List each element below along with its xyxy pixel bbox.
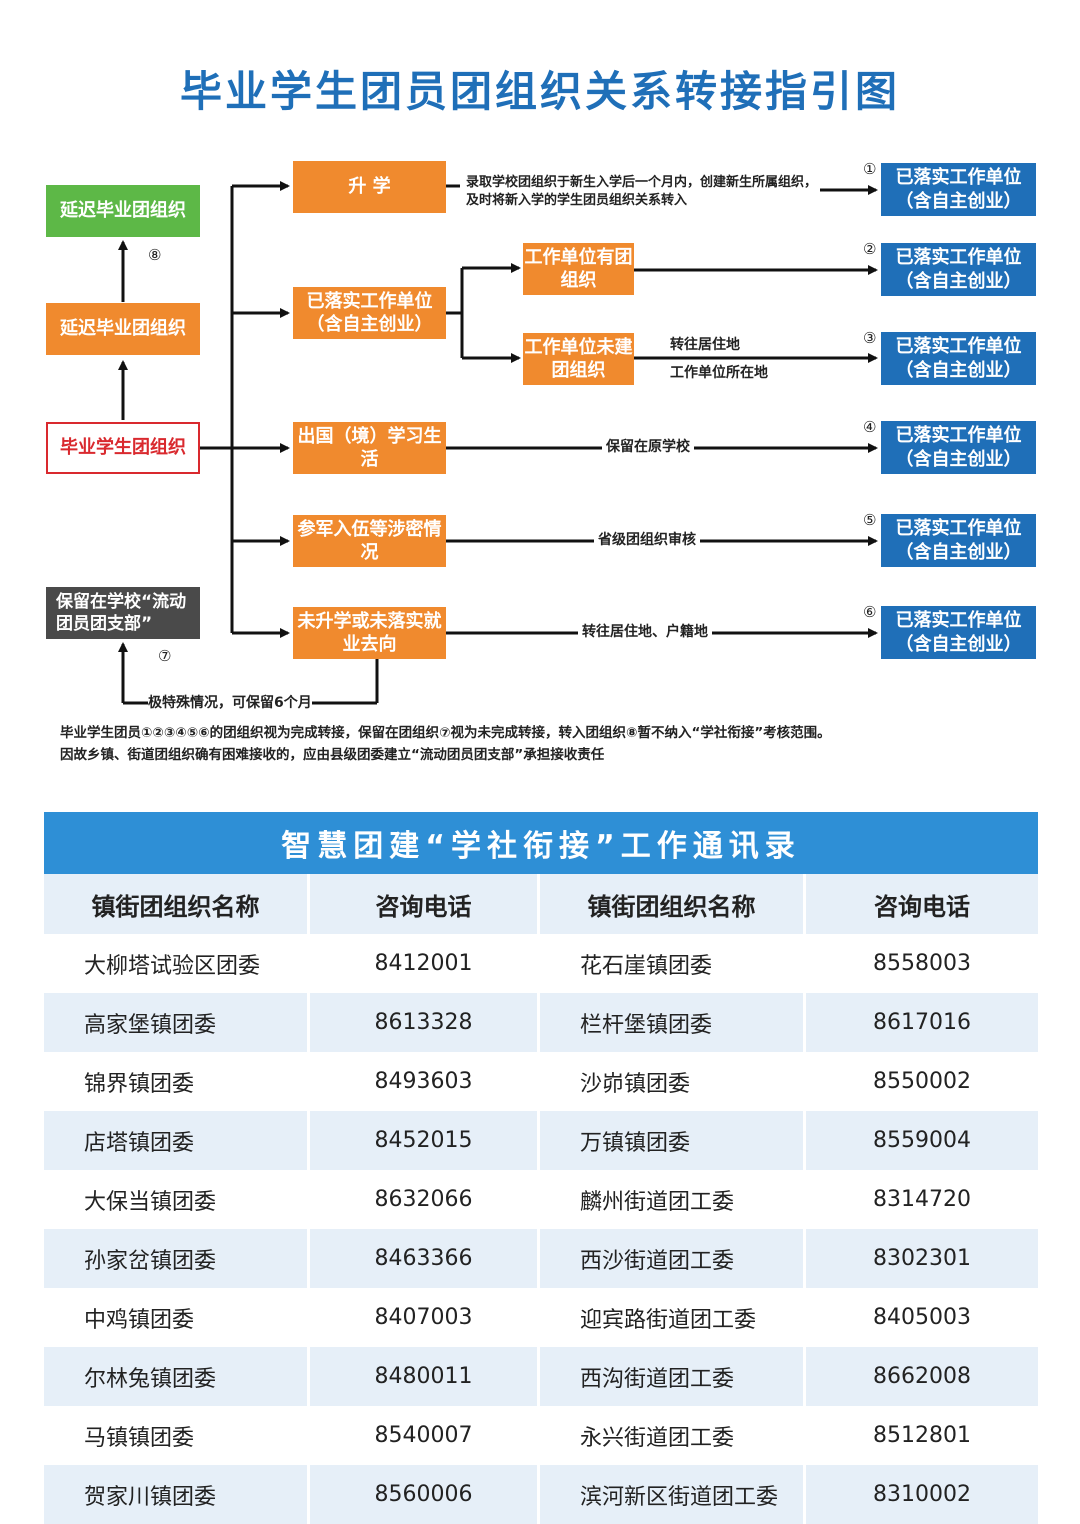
phone-cell: 8452015 [310,1111,540,1170]
target-number-6: ⑥ [863,603,877,621]
target-number-3: ③ [863,329,877,347]
org-name-cell: 滨河新区街道团工委 [540,1465,806,1524]
delay-graduation-box-top: 延迟毕业团组织 [46,185,200,237]
branch-abroad: 出国（境）学习生活 [293,422,446,474]
special-case-label: 极特殊情况，可保留6个月 [148,694,312,714]
graduate-student-box: 毕业学生团组织 [46,422,200,474]
phone-cell: 8558003 [873,951,971,976]
phone-cell: 8302301 [806,1229,1038,1288]
delay-graduation-box: 延迟毕业团组织 [46,303,200,355]
target-box-4: 已落实工作单位（含自主创业） [881,421,1036,474]
org-name-cell: 大柳塔试验区团委 [44,934,310,993]
phone-cell: 8512801 [873,1423,971,1448]
phone-cell: 8405003 [873,1305,971,1330]
org-name-cell: 迎宾路街道团工委 [540,1288,806,1347]
phone-cell: 8493603 [310,1052,540,1111]
target-number-2: ② [863,240,877,258]
phone-cell: 8613328 [310,993,540,1052]
target-box-6: 已落实工作单位（含自主创业） [881,606,1036,659]
retain-school-branch-box: 保留在学校“流动团员团支部” [46,587,200,639]
branch-employer-with-league: 工作单位有团组织 [523,243,634,295]
phone-cell: 8540007 [310,1406,540,1465]
phone-cell: 8310002 [806,1465,1038,1524]
phone-cell: 8559004 [806,1111,1038,1170]
footnote-line-1: 毕业学生团员①②③④⑤⑥的团组织视为完成转接，保留在团组织⑦视为未完成转接，转入… [60,725,831,741]
branch-military: 参军入伍等涉密情况 [293,515,446,567]
branch-employer-without-league: 工作单位未建团组织 [523,333,634,385]
target-box-1: 已落实工作单位（含自主创业） [881,163,1036,216]
contact-table: 智慧团建“学社衔接”工作通讯录 镇街团组织名称 咨询电话 镇街团组织名称 咨询电… [44,812,1038,1524]
marker-7: ⑦ [158,647,172,665]
edge-label-residence-household: 转往居住地、户籍地 [578,623,712,643]
org-name-cell: 栏杆堡镇团委 [540,993,806,1052]
org-name-cell: 花石崖镇团委 [540,934,806,993]
target-number-5: ⑤ [863,511,877,529]
header-phone-1: 咨询电话 [310,874,540,934]
org-name-cell: 孙家岔镇团委 [44,1229,310,1288]
branch-further-study: 升 学 [293,161,446,213]
org-name-cell: 马镇镇团委 [44,1406,310,1465]
header-phone-2: 咨询电话 [806,874,1038,934]
org-name-cell: 永兴街道团工委 [540,1406,806,1465]
target-number-1: ① [863,160,877,178]
edge-label-provincial-review: 省级团组织审核 [594,531,700,551]
phone-cell: 8662008 [806,1347,1038,1406]
org-name-cell: 中鸡镇团委 [44,1288,310,1347]
header-org-name-2: 镇街团组织名称 [540,874,806,934]
edge-label-further-study: 录取学校团组织于新生入学后一个月内，创建新生所属组织，及时将新入学的学生团员组织… [466,174,818,211]
org-name-cell: 锦界镇团委 [44,1052,310,1111]
target-number-4: ④ [863,418,877,436]
org-name-cell: 高家堡镇团委 [44,993,310,1052]
org-name-cell: 麟州街道团工委 [540,1170,806,1229]
org-name-cell: 大保当镇团委 [44,1170,310,1229]
footnote-line-2: 因故乡镇、街道团组织确有困难接收的，应由县级团委建立“流动团员团支部”承担接收责… [60,747,605,763]
phone-cell: 8314720 [873,1187,971,1212]
edge-label-keep-school: 保留在原学校 [602,438,694,458]
target-box-2: 已落实工作单位（含自主创业） [881,243,1036,296]
phone-cell: 8463366 [310,1229,540,1288]
edge-label-residence: 转往居住地 [670,336,740,356]
table-header-row: 镇街团组织名称 咨询电话 镇街团组织名称 咨询电话 [44,874,1038,934]
org-name-cell: 西沟街道团工委 [540,1347,806,1406]
header-org-name-1: 镇街团组织名称 [44,874,310,934]
phone-cell: 8412001 [310,934,540,993]
table-title: 智慧团建“学社衔接”工作通讯录 [44,812,1038,874]
target-box-5: 已落实工作单位（含自主创业） [881,514,1036,567]
phone-cell: 8550002 [873,1069,971,1094]
phone-cell: 8560006 [310,1465,540,1524]
branch-employed: 已落实工作单位（含自主创业） [293,287,446,339]
org-name-cell: 万镇镇团委 [540,1111,806,1170]
org-name-cell: 店塔镇团委 [44,1111,310,1170]
target-box-3: 已落实工作单位（含自主创业） [881,332,1036,385]
phone-cell: 8617016 [806,993,1038,1052]
branch-unplaced: 未升学或未落实就业去向 [293,607,446,659]
phone-cell: 8632066 [310,1170,540,1229]
phone-cell: 8407003 [310,1288,540,1347]
org-name-cell: 沙峁镇团委 [540,1052,806,1111]
phone-cell: 8480011 [310,1347,540,1406]
page-title: 毕业学生团员团组织关系转接指引图 [179,67,900,116]
org-name-cell: 贺家川镇团委 [44,1465,310,1524]
marker-8: ⑧ [148,246,162,264]
org-name-cell: 西沙街道团工委 [540,1229,806,1288]
edge-label-workplace: 工作单位所在地 [670,364,768,384]
org-name-cell: 尔林兔镇团委 [44,1347,310,1406]
